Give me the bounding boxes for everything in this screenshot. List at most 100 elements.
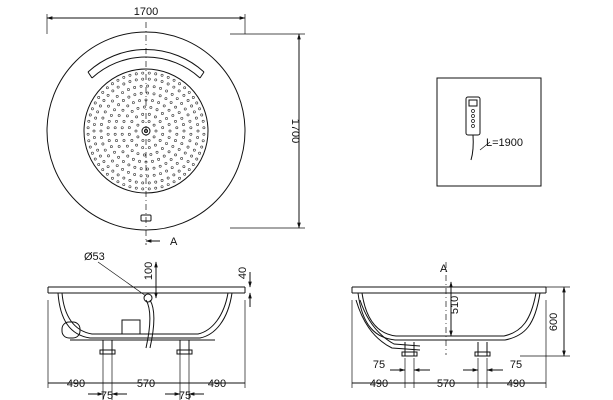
air-jet-hole bbox=[159, 172, 162, 175]
air-jet-hole bbox=[146, 91, 150, 95]
air-jet-hole bbox=[152, 166, 156, 170]
air-jet-hole bbox=[113, 108, 116, 112]
air-jet-hole bbox=[122, 76, 126, 79]
air-jet-hole bbox=[117, 155, 120, 159]
air-jet-hole bbox=[154, 78, 158, 82]
air-jet-hole bbox=[101, 168, 105, 172]
side-dim-center: 570 bbox=[437, 378, 455, 390]
height-label: 1700 bbox=[289, 119, 301, 143]
air-jet-hole bbox=[96, 148, 100, 152]
air-jet-hole bbox=[115, 139, 118, 142]
air-jet-hole bbox=[198, 107, 201, 111]
air-jet-hole bbox=[136, 135, 140, 139]
drain-leader bbox=[97, 261, 147, 297]
air-jet-hole bbox=[139, 167, 143, 171]
air-jet-hole bbox=[111, 99, 114, 103]
air-jet-hole bbox=[105, 86, 109, 90]
air-jet-hole bbox=[162, 104, 166, 108]
air-jet-hole bbox=[201, 139, 205, 143]
air-jet-hole bbox=[122, 160, 125, 163]
air-jet-hole bbox=[194, 116, 198, 120]
air-jet-hole bbox=[116, 173, 120, 177]
air-jet-hole bbox=[151, 159, 154, 163]
air-jet-hole bbox=[134, 72, 138, 76]
air-jet-hole bbox=[106, 165, 110, 169]
air-jet-hole bbox=[138, 99, 141, 103]
air-jet-hole bbox=[116, 78, 120, 82]
air-jet-hole bbox=[115, 95, 119, 98]
air-jet-hole bbox=[141, 71, 145, 75]
air-jet-hole bbox=[175, 161, 179, 165]
air-jet-hole bbox=[101, 90, 105, 94]
air-jet-hole bbox=[128, 185, 132, 189]
air-jet-hole bbox=[93, 123, 96, 126]
remote-detail: L=1900 bbox=[436, 77, 542, 187]
air-jet-hole bbox=[164, 97, 168, 101]
front-dim-center: 570 bbox=[137, 378, 155, 390]
air-jet-hole bbox=[138, 159, 141, 163]
air-jet-hole bbox=[196, 129, 200, 133]
air-jet-hole bbox=[107, 104, 110, 108]
remote-button-1 bbox=[471, 109, 475, 113]
air-jet-hole bbox=[121, 91, 124, 94]
air-jet-hole bbox=[93, 157, 97, 161]
air-jet-hole bbox=[177, 148, 181, 151]
air-jet-hole bbox=[122, 176, 126, 180]
air-jet-hole bbox=[130, 149, 134, 153]
air-jet-hole bbox=[183, 107, 187, 111]
remote-cable bbox=[470, 134, 474, 161]
air-jet-hole bbox=[100, 123, 103, 126]
air-jet-hole bbox=[131, 157, 135, 161]
air-jet-hole bbox=[125, 114, 129, 118]
foot-pad-1 bbox=[99, 349, 116, 355]
air-jet-hole bbox=[180, 142, 184, 146]
remote-display bbox=[468, 99, 478, 107]
air-jet-hole bbox=[142, 105, 146, 109]
air-jet-hole bbox=[177, 111, 181, 114]
air-jet-hole bbox=[121, 168, 124, 171]
remote-detail-frame bbox=[436, 77, 542, 187]
air-jet-hole bbox=[167, 108, 171, 112]
air-jet-hole bbox=[102, 160, 106, 163]
air-jet-hole bbox=[196, 123, 199, 126]
air-jet-hole bbox=[172, 85, 176, 89]
air-jet-hole bbox=[202, 126, 206, 130]
air-jet-hole bbox=[165, 169, 168, 173]
air-jet-hole bbox=[111, 169, 115, 173]
air-jet-hole bbox=[109, 145, 113, 149]
air-jet-hole bbox=[186, 145, 190, 149]
air-jet-hole bbox=[167, 150, 171, 154]
air-jet-hole bbox=[183, 86, 187, 90]
air-jet-hole bbox=[126, 104, 130, 108]
air-jet-hole bbox=[134, 78, 138, 82]
headrest-end-left bbox=[87, 71, 93, 79]
air-jet-hole bbox=[136, 106, 140, 110]
air-jet-hole bbox=[107, 120, 111, 123]
air-jet-hole bbox=[116, 85, 120, 89]
air-jet-hole bbox=[178, 82, 181, 86]
air-jet-hole bbox=[158, 139, 162, 142]
air-jet-hole bbox=[167, 123, 171, 126]
air-jet-hole bbox=[111, 159, 114, 163]
air-jet-hole bbox=[130, 139, 134, 142]
side-foot-label-1: 75 bbox=[373, 359, 385, 371]
side-dim-left: 490 bbox=[370, 378, 388, 390]
side-foot-pad-1 bbox=[401, 351, 418, 357]
air-jet-hole bbox=[198, 151, 201, 155]
air-jet-hole bbox=[88, 113, 92, 117]
front-foot-label-2: 75 bbox=[179, 390, 191, 400]
air-jet-hole bbox=[200, 113, 204, 117]
width-label: 1700 bbox=[134, 6, 158, 18]
air-jet-hole bbox=[147, 139, 151, 142]
air-jet-hole bbox=[194, 142, 198, 146]
air-jet-hole bbox=[127, 95, 131, 99]
side-pipe bbox=[355, 299, 421, 351]
air-jet-hole bbox=[182, 129, 186, 133]
side-section-mark: A bbox=[440, 263, 448, 275]
air-jet-hole bbox=[106, 132, 110, 136]
front-feet bbox=[99, 340, 193, 355]
air-jet-hole bbox=[126, 88, 130, 91]
air-jet-hole bbox=[146, 84, 150, 88]
air-jet-hole bbox=[121, 150, 125, 154]
air-jet-hole bbox=[186, 99, 190, 102]
